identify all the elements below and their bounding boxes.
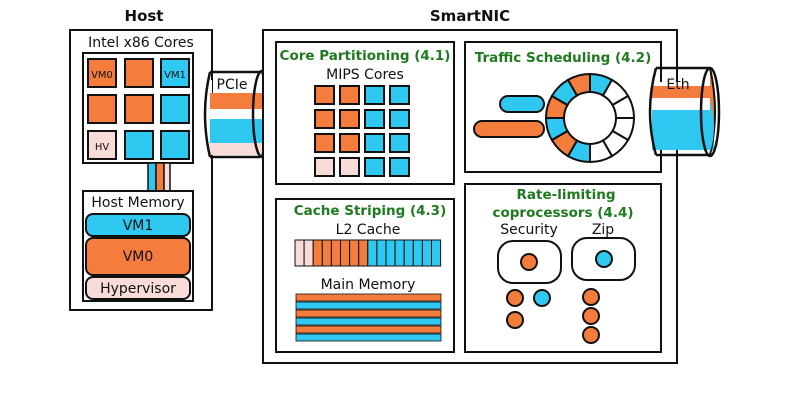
- l2-cache-bar: [295, 240, 441, 266]
- mips-core-hv: [315, 158, 334, 176]
- host-memory-label: Host Memory: [91, 195, 184, 211]
- host-cores-label: Intel x86 Cores: [88, 35, 194, 51]
- mips-core-vm1: [390, 110, 409, 128]
- cache-striping-title: Cache Striping (4.3): [294, 203, 446, 219]
- mips-core-vm0: [340, 86, 359, 104]
- zip-label: Zip: [592, 222, 614, 238]
- host-core: [125, 131, 153, 159]
- main-memory-stripe-vm0: [296, 294, 441, 301]
- l2-line-vm1: [432, 240, 441, 266]
- zip-queue-vm0: [583, 289, 599, 305]
- security-queue-vm0: [507, 312, 523, 328]
- host-memory-vm0-label: VM0: [123, 249, 154, 265]
- main-memory-stripe-vm0: [296, 326, 441, 333]
- host-core-vm0-tag: VM0: [91, 70, 113, 81]
- l2-line-hv: [304, 240, 313, 266]
- mips-core-vm1: [365, 134, 384, 152]
- host-core: [125, 95, 153, 123]
- mips-core-vm0: [315, 134, 334, 152]
- mips-core-vm1: [365, 158, 384, 176]
- l2-line-vm0: [350, 240, 359, 266]
- l2-line-vm1: [422, 240, 431, 266]
- mips-core-hv: [340, 158, 359, 176]
- pcie-label: PCIe: [217, 77, 248, 93]
- host-core-vm1-tag: VM1: [164, 70, 186, 81]
- mips-core-vm1: [365, 110, 384, 128]
- host-core: [161, 95, 189, 123]
- host-memory-vm1-label: VM1: [123, 218, 154, 234]
- host-core: [161, 131, 189, 159]
- zip-queue-vm0: [583, 308, 599, 324]
- main-memory-stripe-vm1: [296, 334, 441, 341]
- l2-line-vm1: [413, 240, 422, 266]
- l2-line-vm0: [322, 240, 331, 266]
- l2-line-vm1: [395, 240, 404, 266]
- l2-line-vm1: [404, 240, 413, 266]
- rate-limiting-title-line1: Rate-limiting: [516, 187, 615, 203]
- main-memory-label: Main Memory: [321, 277, 416, 293]
- mips-core-vm1: [390, 158, 409, 176]
- mips-core-vm0: [340, 134, 359, 152]
- queue-packet-vm0: [474, 121, 544, 137]
- core-partitioning-title: Core Partitioning (4.1): [280, 48, 451, 64]
- security-task-vm0: [521, 254, 537, 270]
- l2-line-vm0: [331, 240, 340, 266]
- mips-core-vm0: [315, 110, 334, 128]
- mips-core-vm0: [315, 86, 334, 104]
- mips-core-vm1: [365, 86, 384, 104]
- eth-label: Eth: [666, 77, 689, 93]
- mips-cores-label: MIPS Cores: [326, 67, 404, 83]
- mips-core-vm0: [340, 110, 359, 128]
- security-queue-vm0: [507, 290, 523, 306]
- main-memory-stripe-vm1: [296, 302, 441, 309]
- rate-limiting-title-line2: coprocessors (4.4): [492, 205, 633, 221]
- main-memory-stripe-vm0: [296, 310, 441, 317]
- security-queue-vm1: [534, 290, 550, 306]
- security-label: Security: [500, 222, 558, 238]
- l2-line-vm0: [341, 240, 350, 266]
- l2-line-hv: [295, 240, 304, 266]
- mips-core-vm1: [390, 86, 409, 104]
- queue-packet-vm1: [500, 96, 544, 112]
- l2-line-vm1: [386, 240, 395, 266]
- zip-queue-vm0: [583, 327, 599, 343]
- host-core: [125, 59, 153, 87]
- l2-line-vm1: [377, 240, 386, 266]
- host-core: [88, 95, 116, 123]
- main-memory-stripe-vm1: [296, 318, 441, 325]
- zip-task-vm1: [596, 251, 612, 267]
- host-title: Host: [125, 7, 164, 25]
- smartnic-title: SmartNIC: [430, 7, 510, 25]
- host-bus: [148, 163, 170, 191]
- host-memory-hypervisor-label: Hypervisor: [100, 281, 176, 297]
- l2-line-vm0: [313, 240, 322, 266]
- l2-cache-label: L2 Cache: [336, 222, 401, 238]
- traffic-scheduling-title: Traffic Scheduling (4.2): [475, 50, 652, 66]
- l2-line-vm1: [368, 240, 377, 266]
- l2-line-vm0: [359, 240, 368, 266]
- mips-core-vm1: [390, 134, 409, 152]
- host-core-hv-tag: HV: [95, 142, 110, 153]
